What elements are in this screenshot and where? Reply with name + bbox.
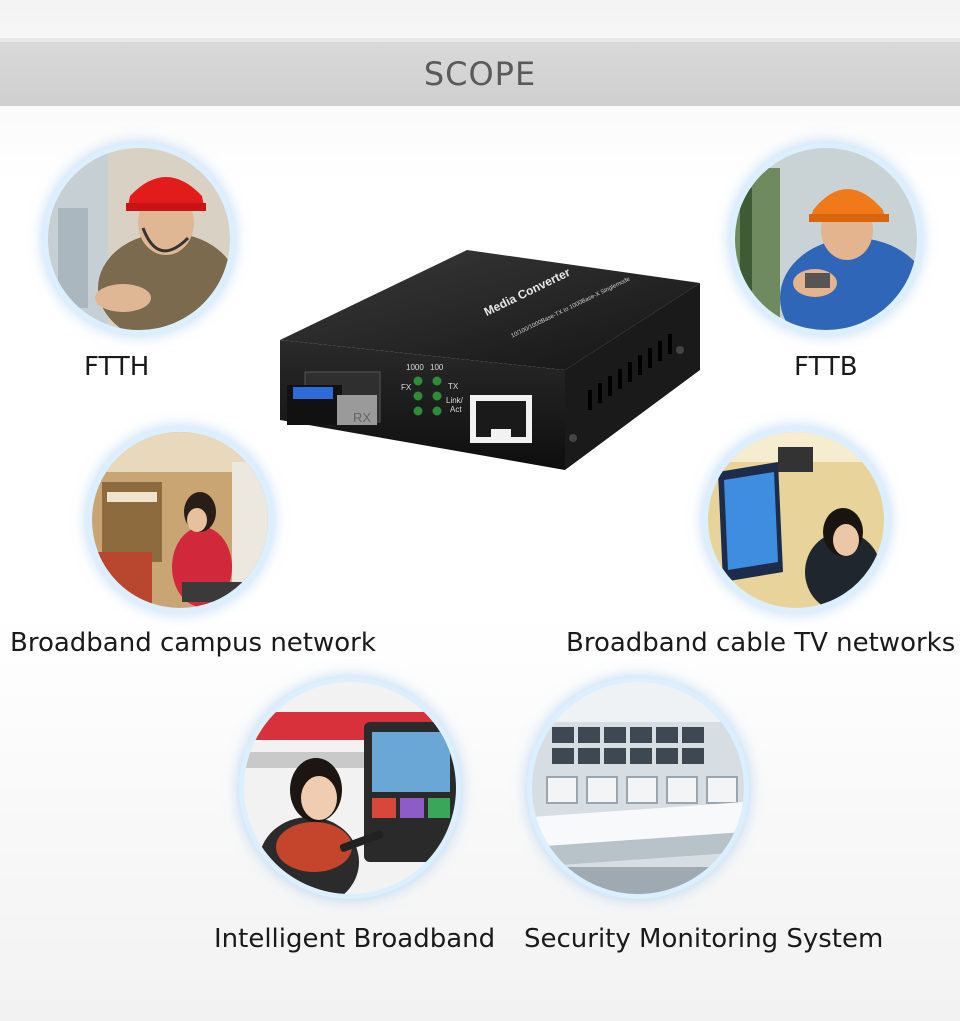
cable-tv-photo	[708, 432, 884, 608]
dorm-room-icon	[92, 432, 268, 608]
led-label-tx: TX	[448, 382, 459, 391]
campus-photo	[92, 432, 268, 608]
led-label-100: 100	[430, 363, 444, 372]
led-label-act: Act	[450, 405, 462, 414]
control-room-icon	[532, 682, 744, 894]
smart-tv-icon	[244, 682, 456, 894]
section-header: SCOPE	[0, 38, 960, 106]
worker-orange-helmet-icon	[735, 148, 917, 330]
fttb-label: FTTB	[794, 352, 858, 382]
intelligent-broadband-photo	[244, 682, 456, 894]
security-monitoring-label: Security Monitoring System	[524, 924, 884, 954]
campus-label: Broadband campus network	[10, 628, 376, 658]
worker-red-helmet-icon	[48, 148, 230, 330]
fttb-photo	[735, 148, 917, 330]
media-converter-device: Media Converter 10/100/1000Base-TX to 10…	[275, 245, 705, 480]
tv-screens-icon	[708, 432, 884, 608]
ftth-label: FTTH	[84, 352, 150, 382]
cable-tv-label: Broadband cable TV networks	[566, 628, 956, 658]
rx-label: RX	[353, 410, 372, 425]
media-converter-icon	[280, 250, 700, 470]
led-label-1000: 1000	[406, 363, 424, 372]
led-label-link: Link/	[446, 396, 463, 405]
ftth-photo	[48, 148, 230, 330]
security-monitoring-photo	[532, 682, 744, 894]
section-title: SCOPE	[423, 55, 537, 93]
intelligent-broadband-label: Intelligent Broadband	[214, 924, 496, 954]
led-label-fx: FX	[401, 383, 412, 392]
